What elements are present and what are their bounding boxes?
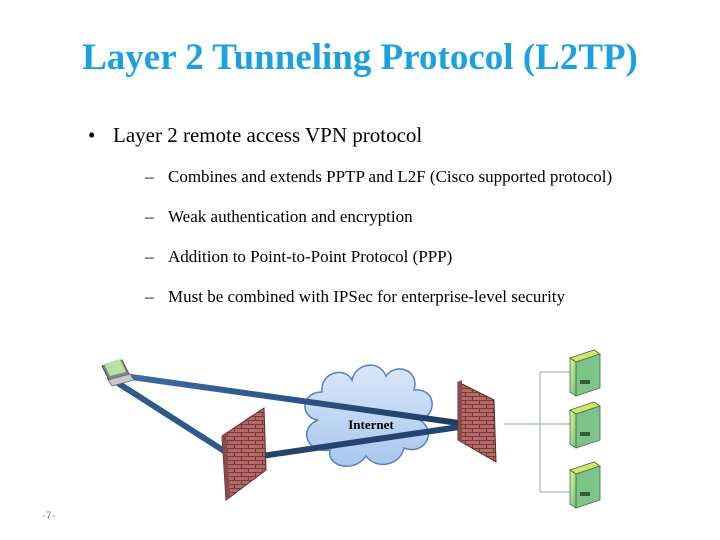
bullet-item: • Layer 2 remote access VPN protocol –Co… — [88, 122, 612, 308]
sub-bullet-item: –Must be combined with IPSec for enterpr… — [113, 286, 612, 308]
sub-bullet-item: –Addition to Point-to-Point Protocol (PP… — [113, 246, 612, 268]
firewall-icon — [457, 380, 497, 463]
dash-marker: – — [145, 167, 154, 186]
sub-bullet-item: –Weak authentication and encryption — [113, 206, 612, 228]
client-computer-icon — [101, 359, 135, 387]
sub-bullet-item: –Combines and extends PPTP and L2F (Cisc… — [113, 166, 612, 188]
dash-marker: – — [145, 207, 154, 226]
tunnel-lines — [107, 373, 469, 461]
tunnel-line — [121, 373, 469, 427]
tunnel-line — [107, 375, 235, 459]
sub-bullet-text: Addition to Point-to-Point Protocol (PPP… — [168, 247, 453, 266]
sub-bullet-text: Weak authentication and encryption — [168, 207, 413, 226]
sub-bullet-list: –Combines and extends PPTP and L2F (Cisc… — [113, 166, 612, 308]
bullet-marker: • — [88, 123, 96, 147]
server-icon — [569, 461, 601, 509]
firewall-icon — [221, 407, 267, 501]
sub-bullet-text: Combines and extends PPTP and L2F (Cisco… — [168, 167, 613, 186]
tunnel-line — [245, 423, 469, 461]
page-number: -7- — [42, 510, 56, 522]
internet-cloud — [304, 364, 433, 467]
server-icon — [569, 349, 601, 397]
bullet-text: Layer 2 remote access VPN protocol — [113, 123, 423, 147]
sub-bullet-text: Must be combined with IPSec for enterpri… — [168, 287, 566, 306]
server-icon — [569, 401, 601, 449]
dash-marker: – — [145, 287, 154, 306]
slide-title: Layer 2 Tunneling Protocol (L2TP) — [82, 37, 638, 78]
internet-label: Internet — [348, 417, 394, 432]
dash-marker: – — [145, 247, 154, 266]
server-bracket — [504, 371, 572, 493]
bullet-list: • Layer 2 remote access VPN protocol –Co… — [88, 122, 612, 308]
